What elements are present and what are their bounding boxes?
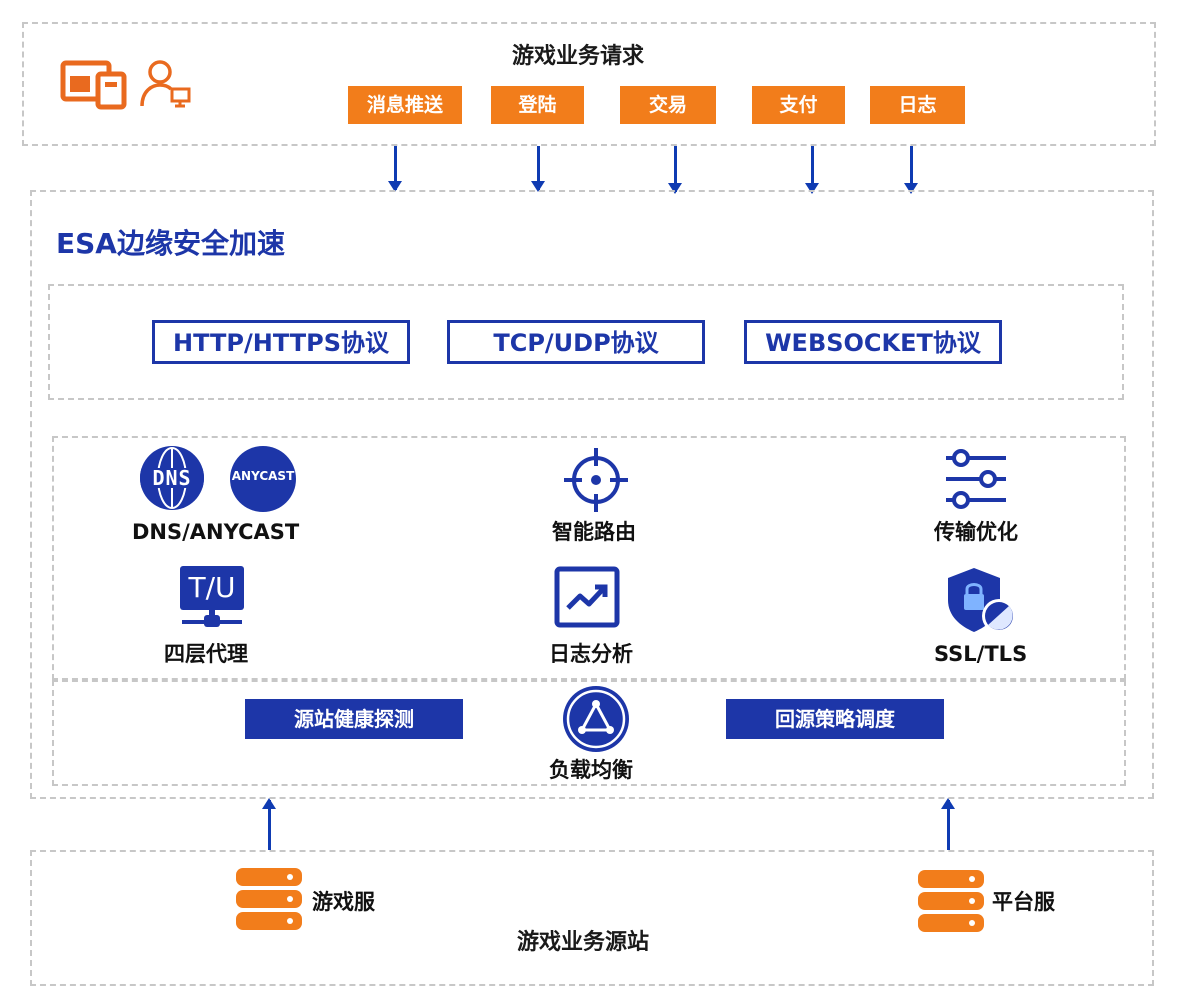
dns-badge-text: DNS bbox=[152, 466, 192, 490]
layer4-proxy-icon: T/U bbox=[180, 566, 244, 630]
esa-title: ESA边缘安全加速 bbox=[56, 227, 285, 260]
feature-panel bbox=[52, 436, 1126, 680]
origin-panel bbox=[30, 850, 1154, 986]
request-login: 登陆 bbox=[491, 86, 584, 124]
game-request-title: 游戏业务请求 bbox=[512, 44, 645, 69]
arrow-down-pay bbox=[805, 146, 819, 194]
esa-panel bbox=[30, 190, 1154, 799]
request-log: 日志 bbox=[870, 86, 965, 124]
protocol-tcp-udp: TCP/UDP协议 bbox=[447, 320, 705, 364]
origin-strategy-tag: 回源策略调度 bbox=[726, 699, 944, 739]
game-server-label: 游戏服 bbox=[312, 890, 375, 914]
devices-icon bbox=[60, 60, 127, 110]
dns-anycast-label: DNS/ANYCAST bbox=[132, 520, 300, 544]
user-computer-icon bbox=[140, 60, 191, 108]
lb-panel bbox=[52, 680, 1126, 786]
smart-routing-label: 智能路由 bbox=[552, 520, 636, 544]
arrow-down-log bbox=[904, 146, 918, 194]
arrow-down-trade bbox=[668, 146, 682, 194]
dns-icon: DNS bbox=[140, 446, 204, 510]
protocol-websocket: WEBSOCKET协议 bbox=[744, 320, 1002, 364]
load-balance-label: 负载均衡 bbox=[549, 758, 633, 782]
protocol-panel bbox=[48, 284, 1124, 400]
layer4-proxy-label: 四层代理 bbox=[164, 642, 248, 666]
shield-lock-icon bbox=[948, 568, 1016, 633]
arrow-up-game bbox=[262, 798, 276, 850]
sliders-icon bbox=[946, 449, 1006, 509]
platform-server-icon bbox=[918, 870, 984, 936]
request-push: 消息推送 bbox=[348, 86, 462, 124]
log-analysis-label: 日志分析 bbox=[549, 642, 633, 666]
arrow-down-push bbox=[388, 146, 402, 192]
origin-title: 游戏业务源站 bbox=[517, 930, 650, 955]
game-request-panel bbox=[22, 22, 1156, 146]
chart-trend-icon bbox=[554, 566, 620, 628]
request-pay: 支付 bbox=[752, 86, 845, 124]
platform-server-label: 平台服 bbox=[992, 890, 1055, 914]
origin-health-check-tag: 源站健康探测 bbox=[245, 699, 463, 739]
transport-optimization-label: 传输优化 bbox=[934, 520, 1018, 544]
protocol-http: HTTP/HTTPS协议 bbox=[152, 320, 410, 364]
target-icon bbox=[564, 448, 628, 512]
arrow-down-login bbox=[531, 146, 545, 192]
ssl-tls-label: SSL/TLS bbox=[934, 642, 1028, 666]
anycast-badge-text: ANYCAST bbox=[231, 469, 295, 483]
layer4-badge-text: T/U bbox=[188, 571, 236, 604]
arrow-up-platform bbox=[941, 798, 955, 850]
load-balance-icon bbox=[563, 686, 629, 752]
request-trade: 交易 bbox=[620, 86, 716, 124]
anycast-icon: ANYCAST bbox=[230, 446, 296, 512]
game-server-icon bbox=[236, 868, 302, 934]
